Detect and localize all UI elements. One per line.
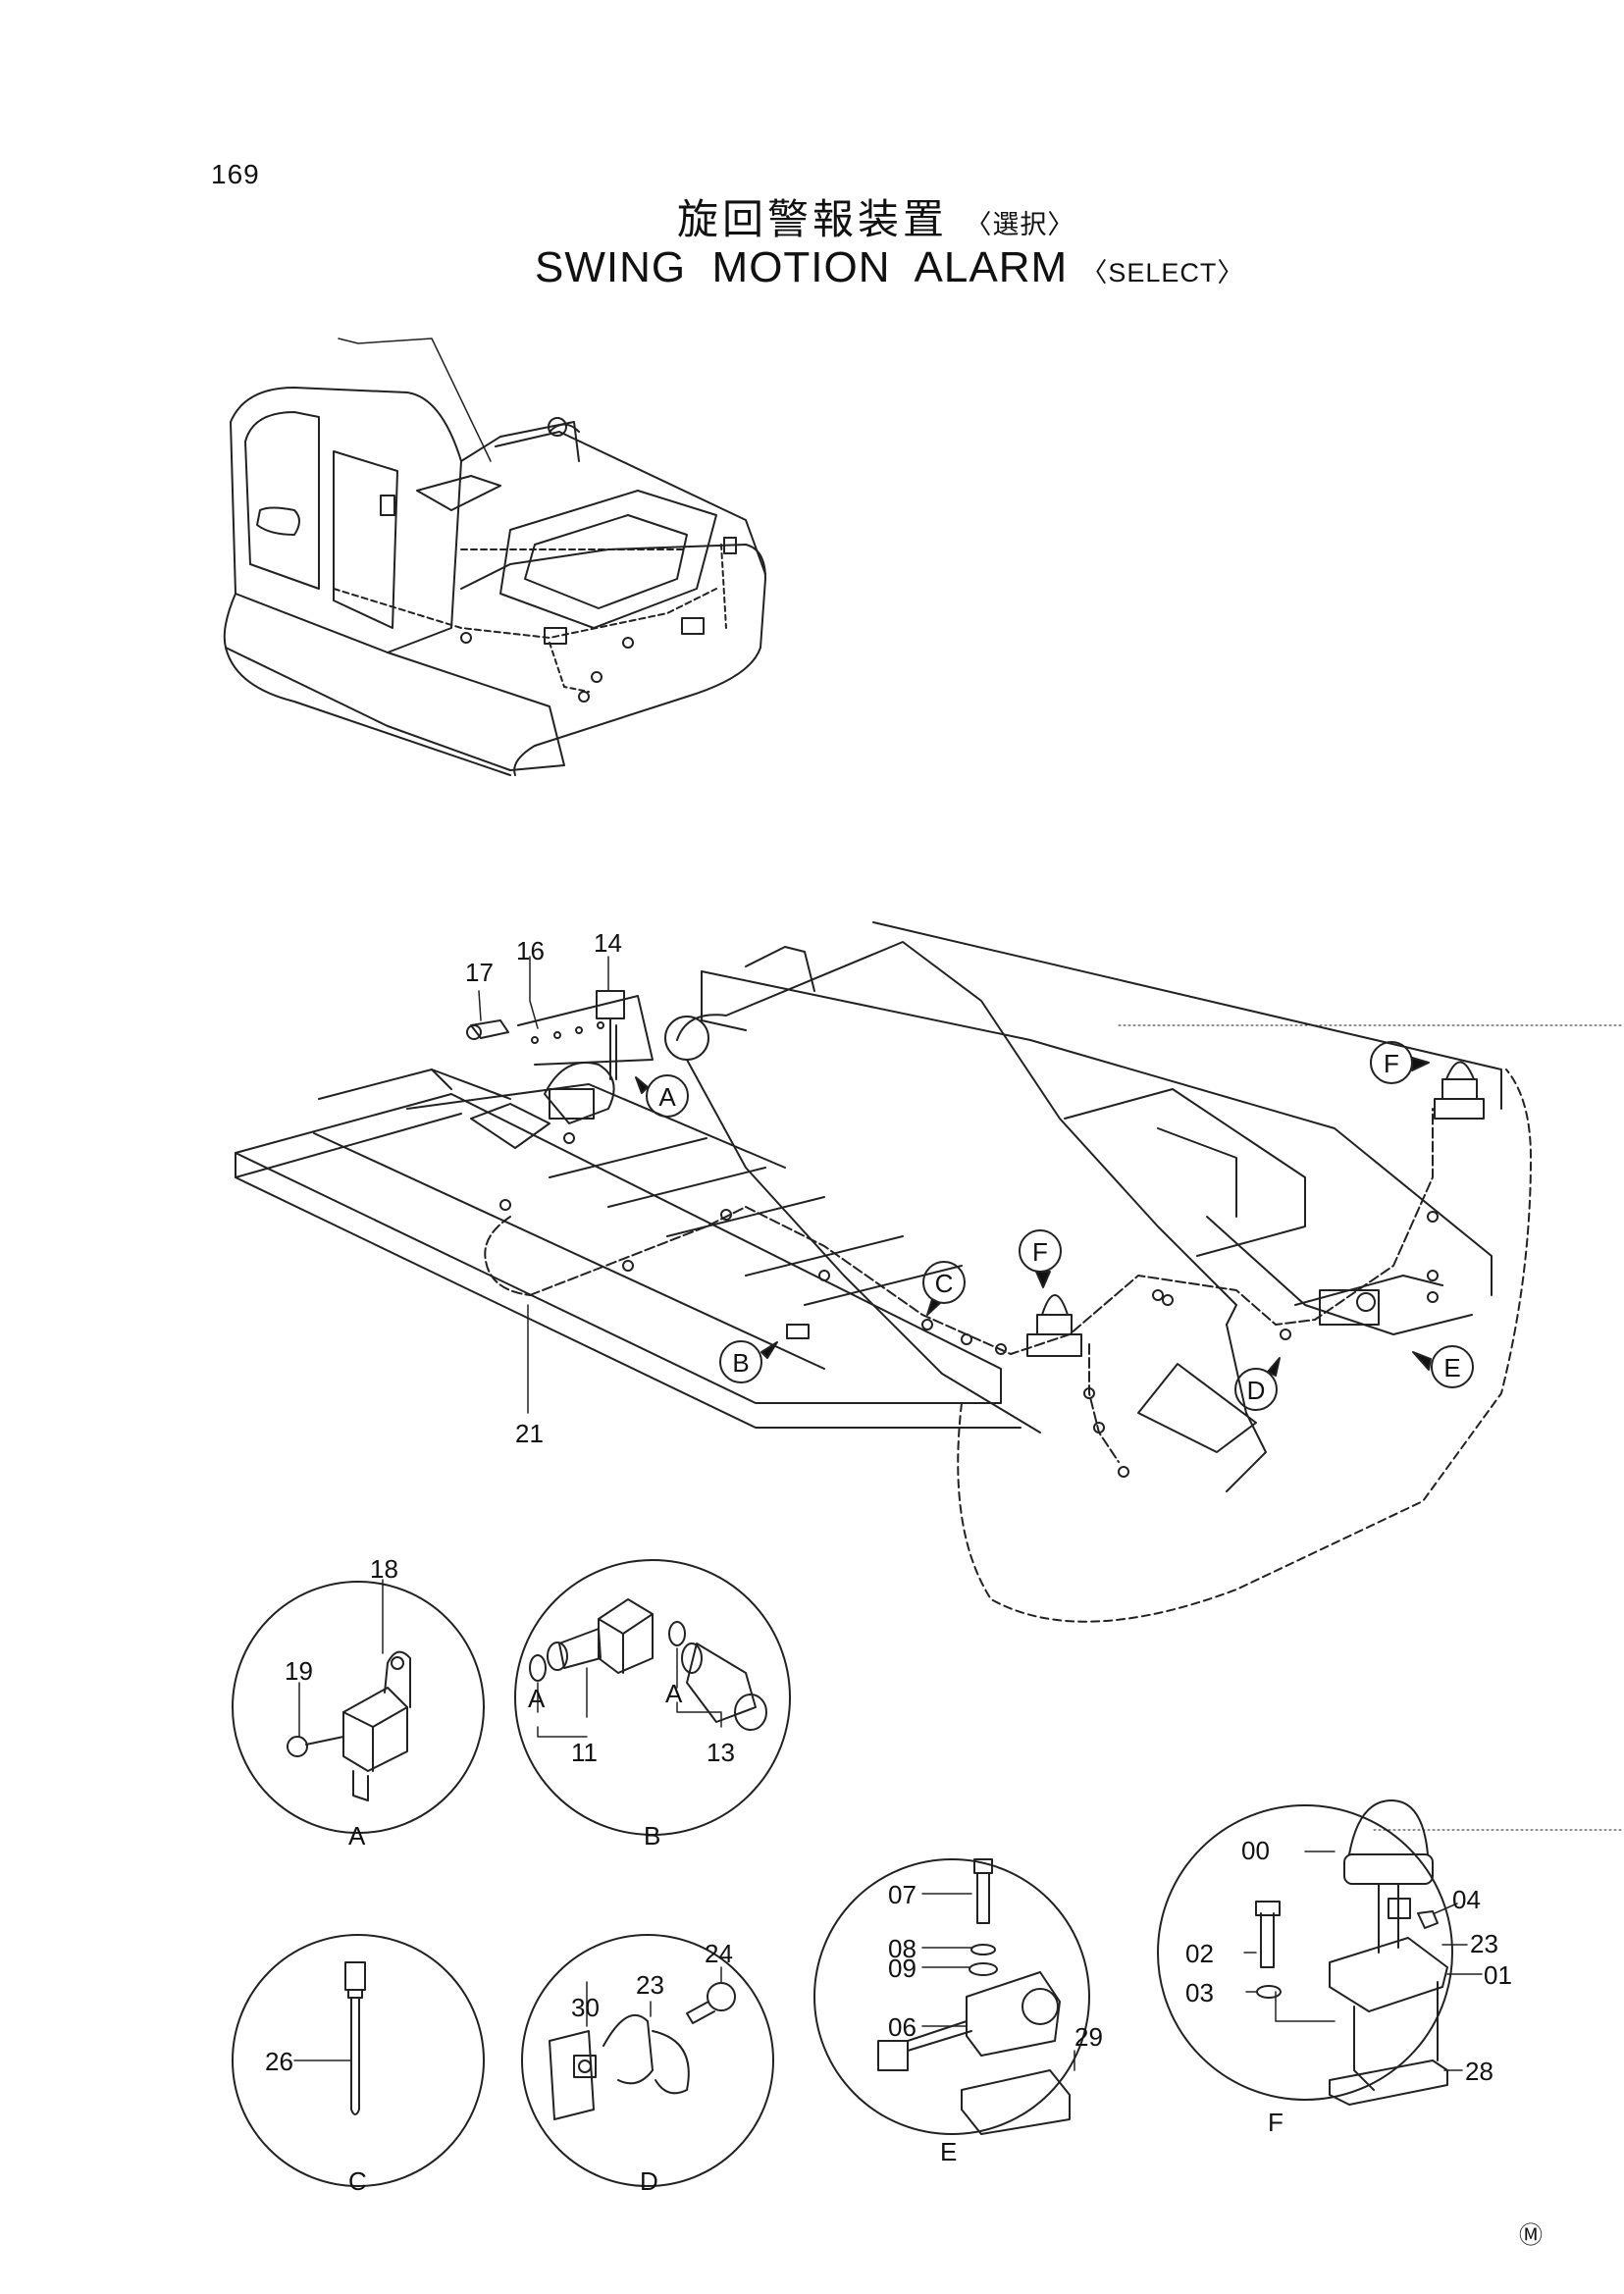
part-number: 16 — [516, 936, 545, 965]
page-title-english: SWING MOTION ALARM 〈SELECT〉 — [535, 243, 1244, 292]
part-number: 26 — [265, 2047, 293, 2076]
part-number: 23 — [1470, 1929, 1498, 1958]
excavator-overview-illustration — [223, 338, 766, 776]
detail-view-d — [521, 1934, 774, 2187]
callout-balloons — [635, 1041, 1474, 1411]
detail-view-e — [813, 1858, 1090, 2135]
part-number: 23 — [636, 1970, 664, 2000]
page-title-japanese: 旋回警報装置 〈選択〉 — [677, 186, 1074, 246]
part-number: 04 — [1452, 1885, 1481, 1914]
detail-label: D — [640, 2166, 658, 2196]
title-en-sub: 〈SELECT〉 — [1080, 258, 1245, 287]
part-number: 06 — [888, 2012, 917, 2042]
part-number: 02 — [1185, 1939, 1214, 1968]
part-number: 00 — [1241, 1836, 1270, 1865]
callout-label: B — [732, 1348, 749, 1378]
detail-view-c — [232, 1934, 485, 2187]
callout-label: F — [1032, 1237, 1048, 1267]
detail-a-labels: 18 19 A — [285, 1554, 398, 1851]
detail-view-b — [514, 1559, 791, 1836]
detail-label: F — [1268, 2108, 1283, 2137]
detail-label: A — [348, 1821, 366, 1851]
detail-view-f — [1157, 1799, 1483, 2106]
part-number: 24 — [705, 1939, 733, 1968]
detail-label: B — [644, 1821, 660, 1851]
title-en-main: SWING MOTION ALARM — [535, 243, 1069, 291]
detail-c-labels: 26 C — [265, 2047, 367, 2196]
detail-label: E — [940, 2137, 957, 2166]
title-jp-sub: 〈選択〉 — [965, 210, 1075, 240]
detail-d-labels: 23 24 30 D — [571, 1939, 733, 2196]
part-number: 14 — [594, 928, 622, 958]
manufacturer-mark-icon: Ⓜ — [1519, 2222, 1543, 2249]
main-leader-lines — [478, 956, 609, 1414]
part-number: 11 — [571, 1738, 598, 1767]
title-jp-main: 旋回警報装置 — [677, 195, 949, 243]
callout-label: E — [1443, 1353, 1460, 1382]
page-number: 169 — [211, 159, 260, 189]
part-number: 19 — [285, 1656, 313, 1686]
part-number: 03 — [1185, 1978, 1214, 2007]
part-number: 29 — [1074, 2022, 1103, 2052]
part-number: 01 — [1484, 1960, 1512, 1990]
part-number: 30 — [571, 1993, 600, 2022]
part-number: 28 — [1465, 2057, 1493, 2086]
part-number: A — [665, 1679, 683, 1708]
callout-label: D — [1247, 1376, 1266, 1405]
callout-label: F — [1384, 1049, 1399, 1078]
detail-f-labels: 00 04 23 02 01 03 28 F — [1185, 1836, 1512, 2137]
callout-letters: A B C D E F F — [658, 1049, 1460, 1405]
main-part-numbers: 17 16 14 21 — [465, 928, 622, 1448]
part-number: A — [528, 1684, 546, 1713]
callout-label: A — [658, 1082, 676, 1112]
detail-b-labels: A 11 A 13 B — [528, 1679, 735, 1851]
part-number: 18 — [370, 1554, 398, 1584]
part-number: 21 — [515, 1419, 544, 1448]
callout-label: C — [935, 1269, 954, 1298]
detail-view-a — [232, 1579, 485, 1834]
detail-e-labels: 07 08 09 06 29 E — [888, 1880, 1103, 2166]
part-number: 13 — [707, 1738, 735, 1767]
detail-label: C — [348, 2166, 367, 2196]
part-number: 08 — [888, 1934, 917, 1963]
part-number: 17 — [465, 958, 494, 987]
part-number: 07 — [888, 1880, 917, 1909]
upper-frame-illustration — [235, 921, 1624, 1831]
part-number: 09 — [888, 1954, 917, 1983]
